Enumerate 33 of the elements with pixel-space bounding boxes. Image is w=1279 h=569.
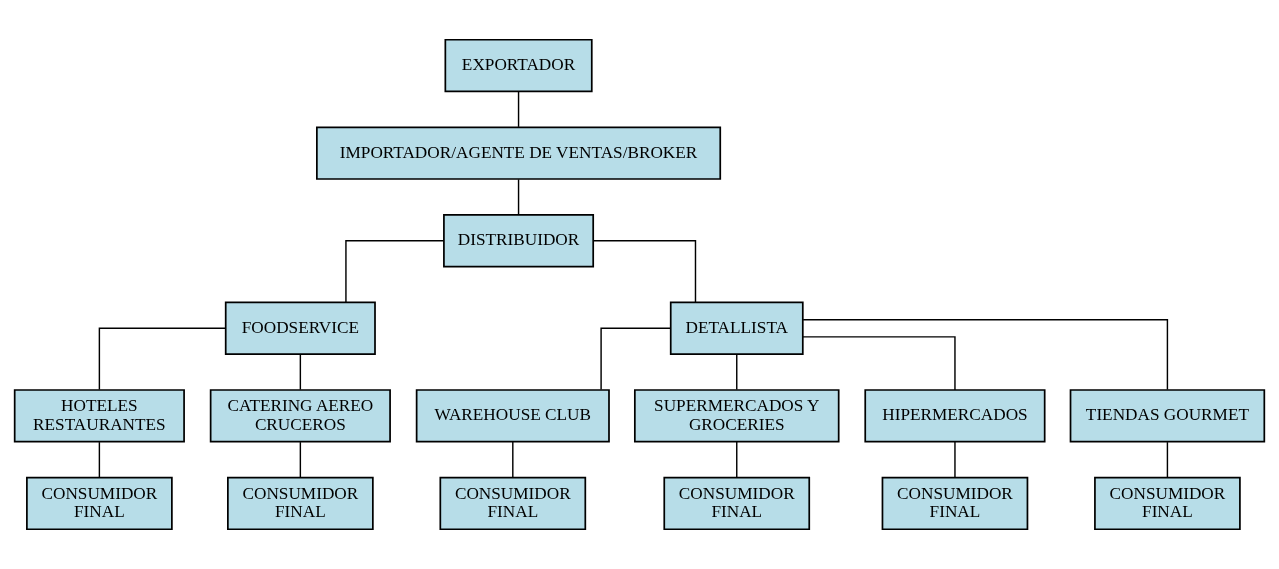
connector <box>517 178 520 216</box>
connector <box>345 240 445 303</box>
node-box: WAREHOUSE CLUB <box>415 389 610 443</box>
node-box: TIENDAS GOURMET <box>1069 389 1266 443</box>
connector <box>736 353 738 391</box>
node-box: HIPERMERCADOS <box>864 389 1046 443</box>
node-box: CONSUMIDOR FINAL <box>881 476 1029 531</box>
connector <box>736 441 738 478</box>
node-box: DETALLISTA <box>669 301 804 355</box>
node-box: IMPORTADOR/AGENTE DE VENTAS/BROKER <box>316 126 722 180</box>
node-box: SUPERMERCADOS Y GROCERIES <box>633 389 840 443</box>
node-box: CONSUMIDOR FINAL <box>439 476 587 531</box>
connector <box>512 441 514 478</box>
node-box: CATERING AEREO CRUCEROS <box>209 389 391 443</box>
connector <box>299 353 302 391</box>
connector <box>98 441 101 478</box>
node-box: DISTRIBUIDOR <box>443 214 595 268</box>
node-box: HOTELES RESTAURANTES <box>13 389 185 443</box>
connector <box>592 240 697 303</box>
connector <box>802 318 1169 391</box>
connector <box>299 441 302 478</box>
connector <box>600 327 672 391</box>
connector <box>802 336 956 391</box>
connector <box>1166 441 1169 478</box>
connector <box>517 91 520 128</box>
node-box: CONSUMIDOR FINAL <box>26 476 173 531</box>
node-box: FOODSERVICE <box>224 301 376 355</box>
node-box: CONSUMIDOR FINAL <box>227 476 374 531</box>
connector <box>98 327 227 391</box>
node-box: CONSUMIDOR FINAL <box>1094 476 1241 531</box>
node-box: EXPORTADOR <box>444 38 593 93</box>
connector <box>954 441 956 478</box>
node-box: CONSUMIDOR FINAL <box>663 476 811 531</box>
